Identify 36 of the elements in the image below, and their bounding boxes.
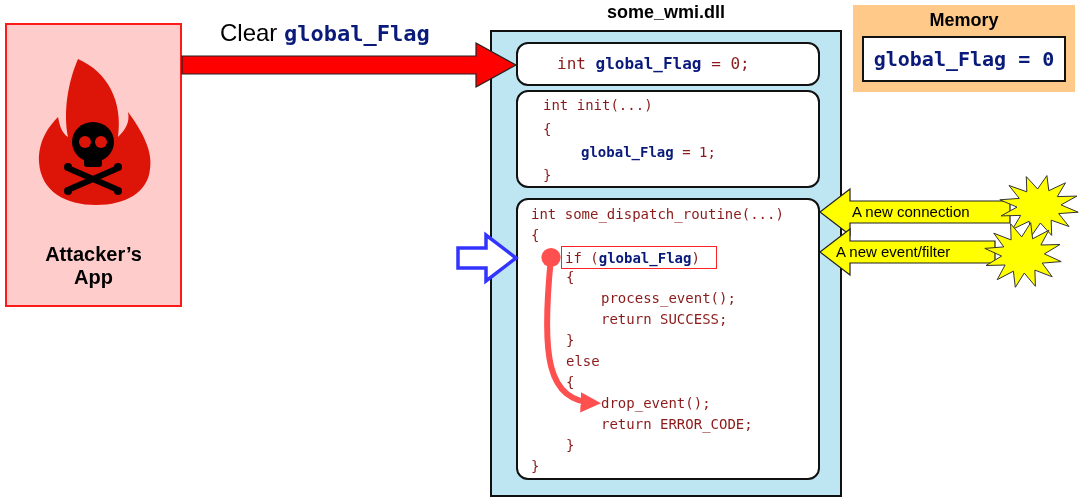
code-line: process_event(); — [601, 289, 736, 308]
code-line: return ERROR_CODE; — [601, 415, 753, 434]
code-line: { — [531, 226, 540, 245]
block-arrow — [456, 231, 519, 285]
code-line: } — [566, 331, 575, 350]
memory-title: Memory — [928, 10, 1000, 31]
memory-panel — [853, 5, 1075, 92]
code-line: drop_event(); — [601, 394, 711, 413]
module-title: some_wmi.dll — [605, 2, 726, 23]
code-line: int some_dispatch_routine(...) — [531, 205, 784, 224]
curved-arrow — [541, 247, 601, 412]
app-name: Attacker’s App — [44, 243, 143, 289]
highlight-box — [561, 246, 717, 269]
code-box — [516, 90, 820, 188]
block-arrow — [181, 42, 518, 88]
code-line: { — [543, 120, 552, 139]
code-box — [516, 42, 820, 86]
block-arrow — [819, 227, 996, 277]
code-line: return SUCCESS; — [601, 310, 728, 329]
code-line: { — [566, 373, 575, 392]
memory-value: global_Flag = 0 — [873, 47, 1055, 71]
edge-label: A new event/filter — [836, 242, 951, 262]
edge-label: Clear global_Flag — [220, 18, 430, 48]
code-line: } — [531, 457, 540, 476]
code-line: int global_Flag = 0; — [557, 54, 750, 74]
code-box — [516, 198, 820, 480]
code-line: } — [566, 436, 575, 455]
code-line: } — [543, 166, 552, 185]
code-line: else — [566, 352, 600, 371]
edge-label: A new connection — [852, 202, 970, 222]
code-line: if (global_Flag) — [565, 248, 700, 268]
value-box — [862, 36, 1066, 82]
app-box — [5, 23, 182, 307]
code-line: int init(...) — [543, 96, 653, 115]
code-line: { — [566, 268, 575, 287]
code-line: global_Flag = 1; — [581, 143, 716, 162]
